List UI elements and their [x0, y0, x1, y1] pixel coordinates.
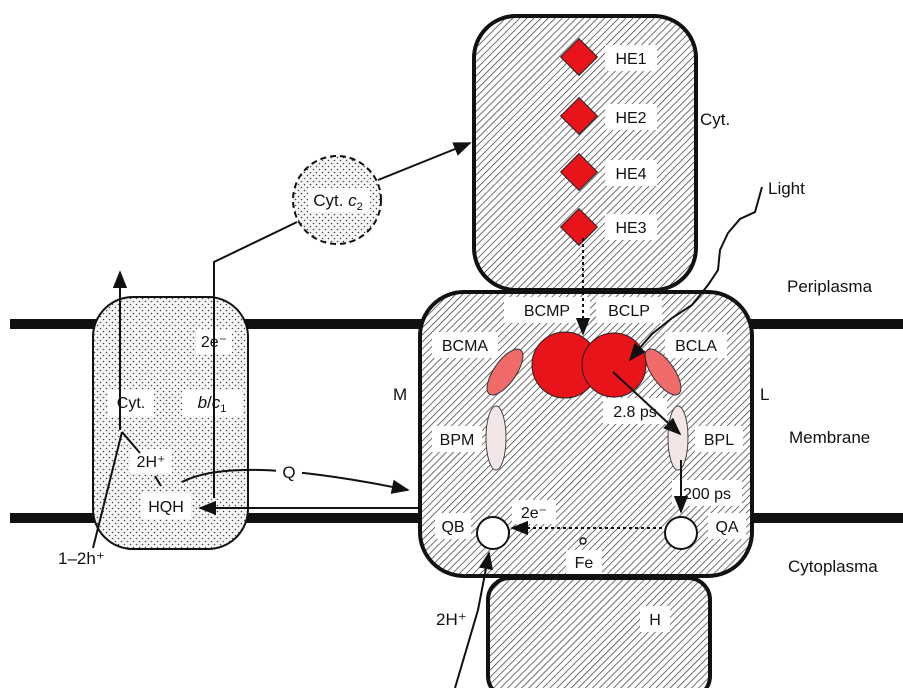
m-label: M: [393, 385, 407, 404]
membrane-label: Membrane: [789, 428, 870, 447]
bpl-pheophytin: [668, 406, 688, 470]
bcmp-label: BCMP: [524, 303, 570, 320]
qb-site: [477, 517, 509, 549]
h-subunit-box: [488, 578, 710, 688]
h-subunit-label: H: [649, 612, 661, 629]
heme-label-he3: HE3: [615, 220, 646, 237]
bc1-cyt-label: Cyt.: [117, 395, 145, 412]
cytochrome-label: Cyt.: [700, 110, 730, 129]
bclp-label: BCLP: [608, 303, 650, 320]
qb-label: QB: [441, 519, 464, 536]
qa-label: QA: [715, 519, 738, 536]
cytochrome-subunit: HE1 HE2 HE4 HE3 Cyt.: [474, 16, 730, 290]
time-200ps: 200 ps: [683, 486, 731, 503]
l-label: L: [760, 385, 769, 404]
bcla-label: BCLA: [675, 338, 717, 355]
bpl-label: BPL: [704, 432, 734, 449]
h-subunit: H: [488, 578, 710, 688]
rc-2e-label: 2e⁻: [521, 505, 547, 522]
heme-label-he4: HE4: [615, 166, 646, 183]
heme-label-he2: HE2: [615, 110, 646, 127]
reaction-center: BCMP BCLP BCMA BCLA BPM BPL 2.8 ps 200 p…: [420, 292, 752, 576]
c2-to-cytochrome-arrow: [378, 143, 470, 180]
q-label: Q: [282, 463, 295, 482]
bc1-complex: 2e⁻ Cyt. b/c1 2H⁺ HQH: [93, 297, 248, 549]
cyt-c2: Cyt. c2: [293, 156, 381, 244]
fe-atom: [580, 538, 586, 544]
bclp-special-pair: [582, 333, 646, 397]
bpm-label: BPM: [440, 432, 475, 449]
periplasma-label: Periplasma: [787, 277, 873, 296]
bc1-2h-label: 2H⁺: [137, 454, 166, 471]
rc-2h-label: 2H⁺: [436, 610, 467, 629]
light-label: Light: [768, 179, 805, 198]
cytoplasma-label: Cytoplasma: [788, 557, 878, 576]
qa-site: [665, 517, 697, 549]
proton-out-label: 1–2h⁺: [58, 549, 105, 568]
heme-he3: HE3: [561, 209, 657, 246]
fe-label: Fe: [575, 555, 594, 572]
hqh-label: HQH: [148, 499, 184, 516]
cyt-c2-label: Cyt. c2: [313, 191, 363, 213]
heme-label-he1: HE1: [615, 51, 646, 68]
bcma-label: BCMA: [442, 338, 489, 355]
bpm-pheophytin: [486, 406, 506, 470]
